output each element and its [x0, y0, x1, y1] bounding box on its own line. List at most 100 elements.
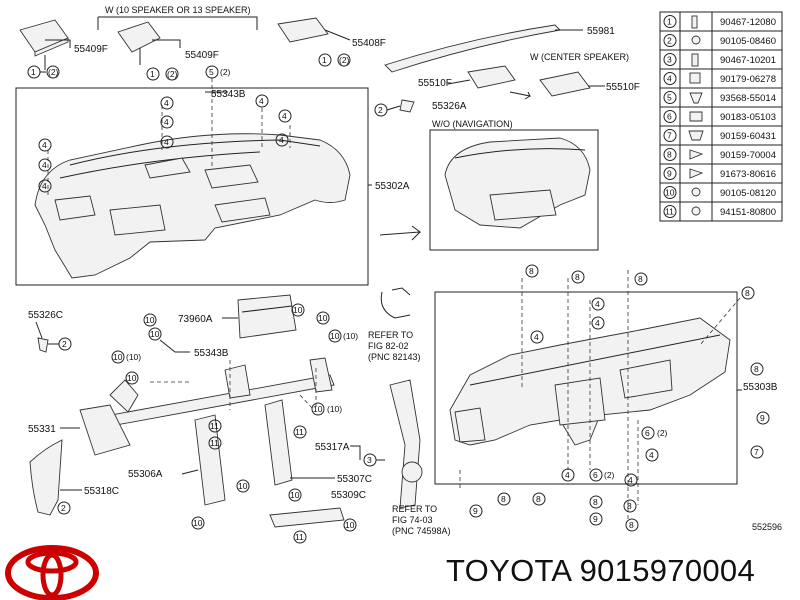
reference-1-line-1: REFER TO	[368, 330, 413, 340]
callout-10	[111, 350, 125, 364]
table-row: 8 90159-70004	[663, 148, 776, 161]
bolt-icon	[689, 168, 704, 179]
svg-text:5: 5	[667, 93, 672, 103]
svg-text:7: 7	[667, 131, 672, 141]
part-73960A: 73960A	[178, 314, 213, 325]
speaker-cover-left	[19, 19, 69, 57]
clip-part	[399, 99, 415, 113]
svg-text:8: 8	[627, 501, 632, 511]
callout-10	[143, 313, 157, 327]
svg-text:8: 8	[593, 497, 598, 507]
part-55307C: 55307C	[337, 474, 372, 485]
clip-icon	[691, 53, 699, 67]
part-55309C: 55309C	[331, 490, 366, 501]
callout-2: (2)	[339, 55, 350, 65]
svg-text:4: 4	[628, 475, 633, 485]
arrow-icon	[509, 91, 531, 100]
svg-text:4: 4	[565, 470, 570, 480]
svg-text:90159-70004: 90159-70004	[720, 150, 776, 161]
svg-text:11: 11	[295, 427, 304, 437]
screw-icon	[689, 92, 703, 104]
side-panel-right	[389, 379, 421, 509]
part-55326C: 55326C	[28, 310, 63, 321]
svg-text:10: 10	[345, 520, 355, 530]
navigation-inset-box	[429, 129, 599, 251]
svg-text:10: 10	[665, 188, 675, 198]
svg-text:11: 11	[295, 532, 304, 542]
svg-text:6: 6	[645, 428, 650, 438]
callout-10	[291, 303, 305, 317]
callout-11	[293, 425, 307, 439]
table-row: 4 90179-06278	[663, 72, 776, 85]
svg-text:10: 10	[293, 305, 303, 315]
navigation-inset-panel	[444, 137, 591, 229]
nut-icon	[689, 72, 701, 84]
svg-text:10: 10	[330, 331, 340, 341]
part-55326A: 55326A	[432, 101, 467, 112]
wire-harness	[380, 287, 411, 319]
fastener-table: 1 90467-12080 2 90105-08460 3 90467-1020…	[659, 11, 783, 222]
callout-10-qty: (10)	[126, 352, 141, 362]
without-navigation-label: W/O (NAVIGATION)	[432, 119, 513, 129]
brand-part-number: TOYOTA 9015970004	[446, 553, 755, 588]
svg-text:90467-12080: 90467-12080	[720, 17, 776, 28]
callout-2: (2)	[48, 67, 59, 77]
part-55981: 55981	[587, 26, 615, 37]
callout-2	[57, 501, 71, 515]
svg-text:8: 8	[745, 288, 750, 298]
screw-icon	[691, 187, 701, 197]
part-55510F-a: 55510F	[418, 78, 452, 89]
svg-text:90467-10201: 90467-10201	[720, 55, 776, 66]
part-55331: 55331	[28, 424, 56, 435]
reference-2-line-2: FIG 74-03	[392, 515, 433, 525]
svg-text:8: 8	[638, 274, 643, 284]
svg-text:9: 9	[473, 506, 478, 516]
svg-text:90105-08120: 90105-08120	[720, 188, 776, 199]
part-55510F-b: 55510F	[606, 82, 640, 93]
svg-text:2: 2	[61, 503, 66, 513]
defroster-nozzle	[384, 24, 561, 73]
svg-text:4: 4	[42, 160, 47, 170]
svg-text:8: 8	[536, 494, 541, 504]
svg-text:6: 6	[593, 470, 598, 480]
callout-11	[208, 436, 222, 450]
table-row: 9 91673-80616	[663, 167, 776, 180]
instrument-panel-upper	[34, 133, 351, 279]
svg-text:2: 2	[667, 36, 672, 46]
callout-5-qty: (2)	[220, 67, 231, 77]
callout-11	[293, 530, 307, 544]
svg-text:8: 8	[754, 364, 759, 374]
svg-text:9: 9	[593, 514, 598, 524]
table-row: 10 90105-08120	[663, 186, 776, 199]
speaker-grille-center	[539, 71, 591, 97]
reference-2-line-1: REFER TO	[392, 504, 437, 514]
svg-text:4: 4	[595, 299, 600, 309]
svg-text:10: 10	[318, 313, 328, 323]
airbag-module	[237, 294, 297, 339]
callout-2: (2)	[167, 69, 178, 79]
lower-panel-box	[434, 291, 738, 485]
svg-text:90105-08460: 90105-08460	[720, 36, 776, 47]
svg-text:9: 9	[667, 169, 672, 179]
svg-text:10: 10	[313, 404, 323, 414]
clip-icon	[688, 130, 704, 141]
reference-1-line-2: FIG 82-02	[368, 341, 409, 351]
svg-text:(2): (2)	[657, 428, 668, 438]
callout-group-4: 4 4 4 4 4 4 4 4 4	[38, 94, 292, 193]
svg-text:4: 4	[164, 117, 169, 127]
svg-text:4: 4	[282, 111, 287, 121]
callout-group-lower: 8 8 8 4 4 4 8 8 9 7 6 (2) 4 4 6 (2) 4 8 …	[469, 264, 770, 532]
svg-text:11: 11	[665, 207, 674, 217]
svg-text:4: 4	[42, 181, 47, 191]
toyota-logo	[5, 545, 99, 600]
table-row: 5 93568-55014	[663, 91, 776, 104]
table-row: 7 90159-60431	[663, 129, 776, 142]
callout-1: 1	[322, 55, 327, 65]
part-55408F: 55408F	[352, 38, 386, 49]
part-55343B-top: 55343B	[211, 89, 246, 100]
clip-icon	[691, 15, 698, 29]
svg-text:8: 8	[629, 520, 634, 530]
svg-text:91673-80616: 91673-80616	[720, 169, 776, 180]
svg-text:3: 3	[367, 455, 372, 465]
svg-text:4: 4	[649, 450, 654, 460]
